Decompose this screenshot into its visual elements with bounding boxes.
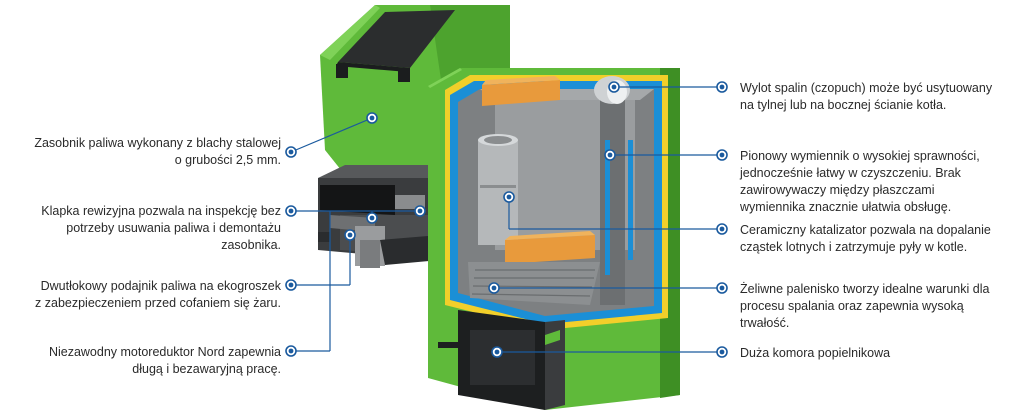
dot-right-ash — [716, 346, 728, 358]
annotation-line: długą i bezawaryjną pracę. — [132, 362, 281, 376]
dot-left-feeder — [285, 279, 297, 291]
annotation-line: Pionowy wymiennik o wysokiej sprawności, — [740, 149, 980, 163]
marker-dots — [285, 81, 728, 358]
marker-grate — [488, 282, 500, 294]
annotation-feeder: Dwutłokowy podajnik paliwa na ekogroszek… — [35, 278, 281, 312]
annotation-hopper: Zasobnik paliwa wykonany z blachy stalow… — [34, 135, 281, 169]
annotation-line: Klapka rewizyjna pozwala na inspekcję be… — [41, 204, 281, 218]
annotation-line: jednocześnie łatwy w czyszczeniu. Brak — [740, 166, 961, 180]
dot-right-exchanger — [716, 149, 728, 161]
annotation-line: trwałość. — [740, 316, 790, 330]
annotation-line: Żeliwne palenisko tworzy idealne warunki… — [740, 282, 990, 296]
dot-right-catalyst — [716, 223, 728, 235]
annotation-grate: Żeliwne palenisko tworzy idealne warunki… — [740, 281, 989, 332]
annotation-flue-outlet: Wylot spalin (czopuch) może być usytuowa… — [740, 80, 992, 114]
annotation-line: procesu spalania oraz zapewnia wysoką — [740, 299, 964, 313]
annotation-line: zasobnika. — [221, 238, 281, 252]
leader-lines — [290, 86, 722, 353]
boiler-body — [428, 68, 680, 410]
marker-inspection-flap-2 — [366, 212, 378, 224]
annotation-line: wymiennika znacznie ułatwia obsługę. — [740, 200, 952, 214]
dot-left-flap — [285, 205, 297, 217]
marker-catalyst — [503, 191, 515, 203]
annotation-line: Duża komora popielnikowa — [740, 346, 891, 360]
marker-heat-exchanger — [604, 149, 616, 161]
annotation-inspection-flap: Klapka rewizyjna pozwala na inspekcję be… — [41, 203, 281, 254]
annotation-line: potrzeby usuwania paliwa i demontażu — [66, 221, 281, 235]
dot-left-hopper — [285, 146, 297, 158]
annotation-line: z zabezpieczeniem przed cofaniem się żar… — [35, 296, 281, 310]
marker-feeder — [344, 229, 356, 241]
dot-right-flue — [716, 81, 728, 93]
annotation-line: Zasobnik paliwa wykonany z blachy stalow… — [34, 136, 281, 150]
annotation-heat-exchanger: Pionowy wymiennik o wysokiej sprawności,… — [740, 148, 980, 216]
annotation-gear-motor: Niezawodny motoreduktor Nord zapewnia dł… — [49, 344, 281, 378]
annotation-line: cząstek lotnych i zatrzymuje pyły w kotl… — [740, 240, 968, 254]
annotation-line: Niezawodny motoreduktor Nord zapewnia — [48, 345, 281, 359]
annotation-ash-chamber: Duża komora popielnikowa — [740, 345, 890, 362]
annotation-catalyst: Ceramiczny katalizator pozwala na dopala… — [740, 222, 991, 256]
dot-left-motor — [285, 345, 297, 357]
annotation-line: o grubości 2,5 mm. — [174, 153, 281, 167]
dot-right-grate — [716, 282, 728, 294]
marker-hopper — [366, 112, 378, 124]
annotation-line: Wylot spalin (czopuch) może być usytuowa… — [740, 81, 993, 95]
marker-ash-chamber — [491, 346, 503, 358]
marker-inspection-flap — [414, 205, 426, 217]
annotation-line: na tylnej lub na bocznej ścianie kotła. — [740, 98, 947, 112]
marker-flue-outlet — [608, 81, 620, 93]
annotation-line: Dwutłokowy podajnik paliwa na ekogroszek — [40, 279, 281, 293]
annotation-line: zawirowywaczy między płaszczami — [740, 183, 935, 197]
annotation-line: Ceramiczny katalizator pozwala na dopala… — [740, 223, 991, 237]
